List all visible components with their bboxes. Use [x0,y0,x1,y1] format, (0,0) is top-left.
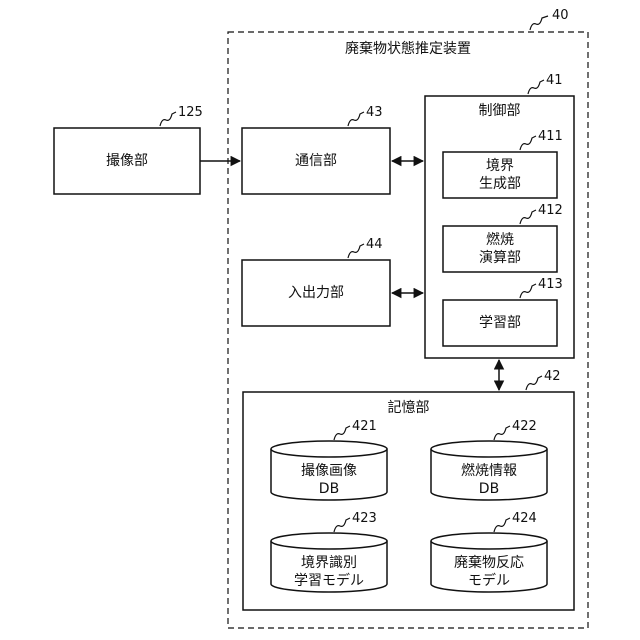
db-reaction-label: 廃棄物反応 モデル [431,554,547,590]
db-combustion-label: 燃焼情報 DB [431,462,547,498]
storage-ref: 42 [544,370,561,384]
io-ref: 44 [366,238,383,252]
boundary-ref: 411 [538,130,563,144]
device-title: 廃棄物状態推定装置 [318,40,498,58]
db-combustion-line1: 燃焼情報 [431,462,547,480]
boundary-line2: 生成部 [443,175,557,193]
ref-leader-43 [348,112,364,126]
storage-title: 記憶部 [243,399,574,417]
ref-leader-41 [528,80,544,94]
db-boundary-line2: 学習モデル [271,572,387,590]
control-ref: 41 [546,74,563,88]
comm-label: 通信部 [242,152,390,170]
control-title: 制御部 [425,102,574,120]
ref-leader-44 [348,244,364,258]
boundary-line1: 境界 [443,157,557,175]
device-ref: 40 [552,9,569,23]
combustion-line1: 燃焼 [443,231,557,249]
ref-leader-42 [526,376,542,390]
combustion-ref: 412 [538,204,563,218]
db-image-label: 撮像画像 DB [271,462,387,498]
camera-ref: 125 [178,106,203,120]
combustion-label: 燃焼 演算部 [443,231,557,267]
ref-leader-125 [160,112,176,126]
db-reaction-line2: モデル [431,572,547,590]
db-combustion-ref: 422 [512,420,537,434]
learning-ref: 413 [538,278,563,292]
db-image-line2: DB [271,480,387,498]
comm-ref: 43 [366,106,383,120]
db-image-line1: 撮像画像 [271,462,387,480]
camera-label: 撮像部 [54,152,200,170]
db-reaction-ref: 424 [512,512,537,526]
db-combustion-line2: DB [431,480,547,498]
learning-label: 学習部 [443,314,557,332]
db-boundary-label: 境界識別 学習モデル [271,554,387,590]
db-boundary-line1: 境界識別 [271,554,387,572]
boundary-label: 境界 生成部 [443,157,557,193]
io-label: 入出力部 [242,284,390,302]
db-image-ref: 421 [352,420,377,434]
ref-leader-40 [530,16,548,30]
db-boundary-ref: 423 [352,512,377,526]
combustion-line2: 演算部 [443,249,557,267]
db-reaction-line1: 廃棄物反応 [431,554,547,572]
